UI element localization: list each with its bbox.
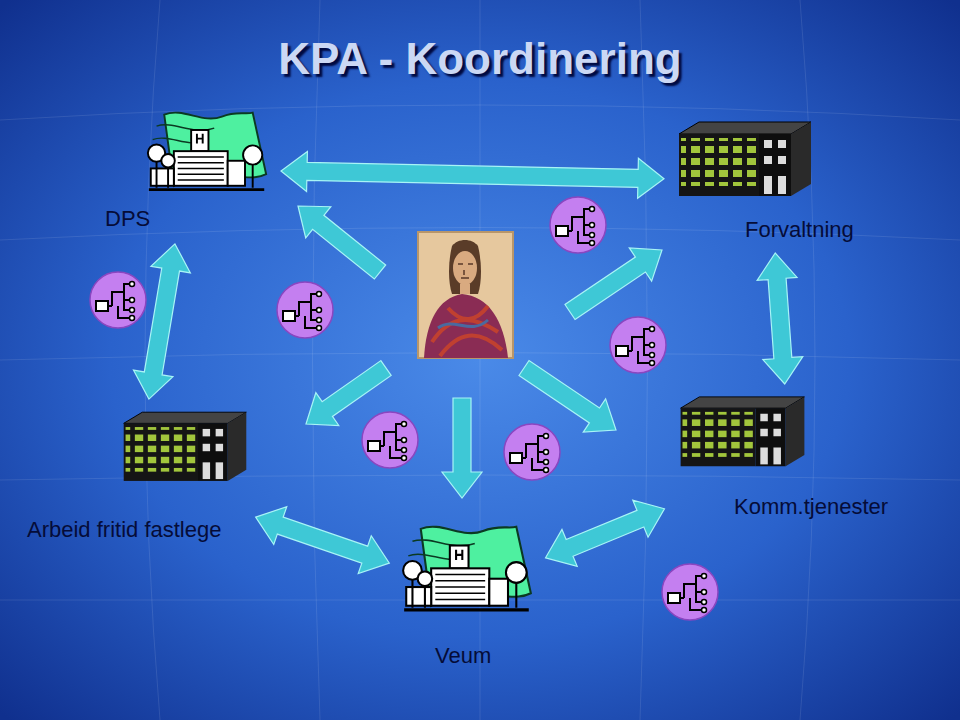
portrait-hair: [449, 240, 481, 294]
center-arrow: [442, 398, 482, 498]
building-icon: [124, 412, 247, 481]
center-arrow: [298, 206, 386, 279]
portrait-shawl-stripe: [438, 320, 488, 328]
network-icon: [362, 412, 418, 468]
node-box: Komm.tjenester: [670, 390, 910, 524]
node-label: Forvaltning: [745, 217, 854, 243]
network-icon: [550, 197, 606, 253]
portrait-shawl: [424, 294, 508, 358]
portrait-neck: [460, 284, 470, 294]
hospital-icon: [400, 510, 535, 635]
portrait-ground: [418, 232, 513, 358]
node-label: Veum: [435, 643, 491, 669]
building-icon: [679, 122, 811, 196]
block-arrow: [281, 151, 664, 198]
building-icon: [681, 397, 805, 466]
network-icon: [504, 424, 560, 480]
network-icon: [662, 564, 718, 620]
network-icon: [90, 272, 146, 328]
block-arrow: [546, 500, 665, 566]
node-label: Komm.tjenester: [734, 494, 888, 520]
portrait-features: [458, 264, 473, 278]
network-icon: [277, 282, 333, 338]
hospital-icon: [145, 105, 270, 205]
center-arrow: [519, 361, 616, 433]
building-icon: [120, 410, 250, 485]
node-box: Forvaltning: [670, 115, 870, 247]
portrait-frame: [418, 232, 513, 358]
hospital-icon: [148, 113, 266, 190]
center-arrow: [565, 248, 662, 320]
portrait-shawl-folds: [432, 306, 502, 356]
center-arrows: [298, 206, 662, 498]
node-label: Arbeid fritid fastlege: [27, 517, 221, 543]
network-icons: [90, 197, 718, 620]
title: KPA - Koordinering: [0, 32, 960, 86]
node-label: DPS: [105, 206, 150, 232]
block-arrow: [757, 253, 803, 384]
network-icon: [610, 317, 666, 373]
block-arrow: [256, 507, 390, 574]
node-box: DPS: [100, 100, 275, 238]
center-arrow: [306, 361, 391, 426]
building-icon: [675, 395, 810, 470]
portrait-face: [453, 251, 477, 285]
node-box: Arbeid fritid fastlege: [22, 405, 250, 547]
node-box: Veum: [395, 505, 540, 675]
building-icon: [675, 120, 815, 200]
block-arrow: [133, 244, 190, 399]
hospital-icon: [403, 527, 531, 610]
portrait: [418, 232, 513, 358]
